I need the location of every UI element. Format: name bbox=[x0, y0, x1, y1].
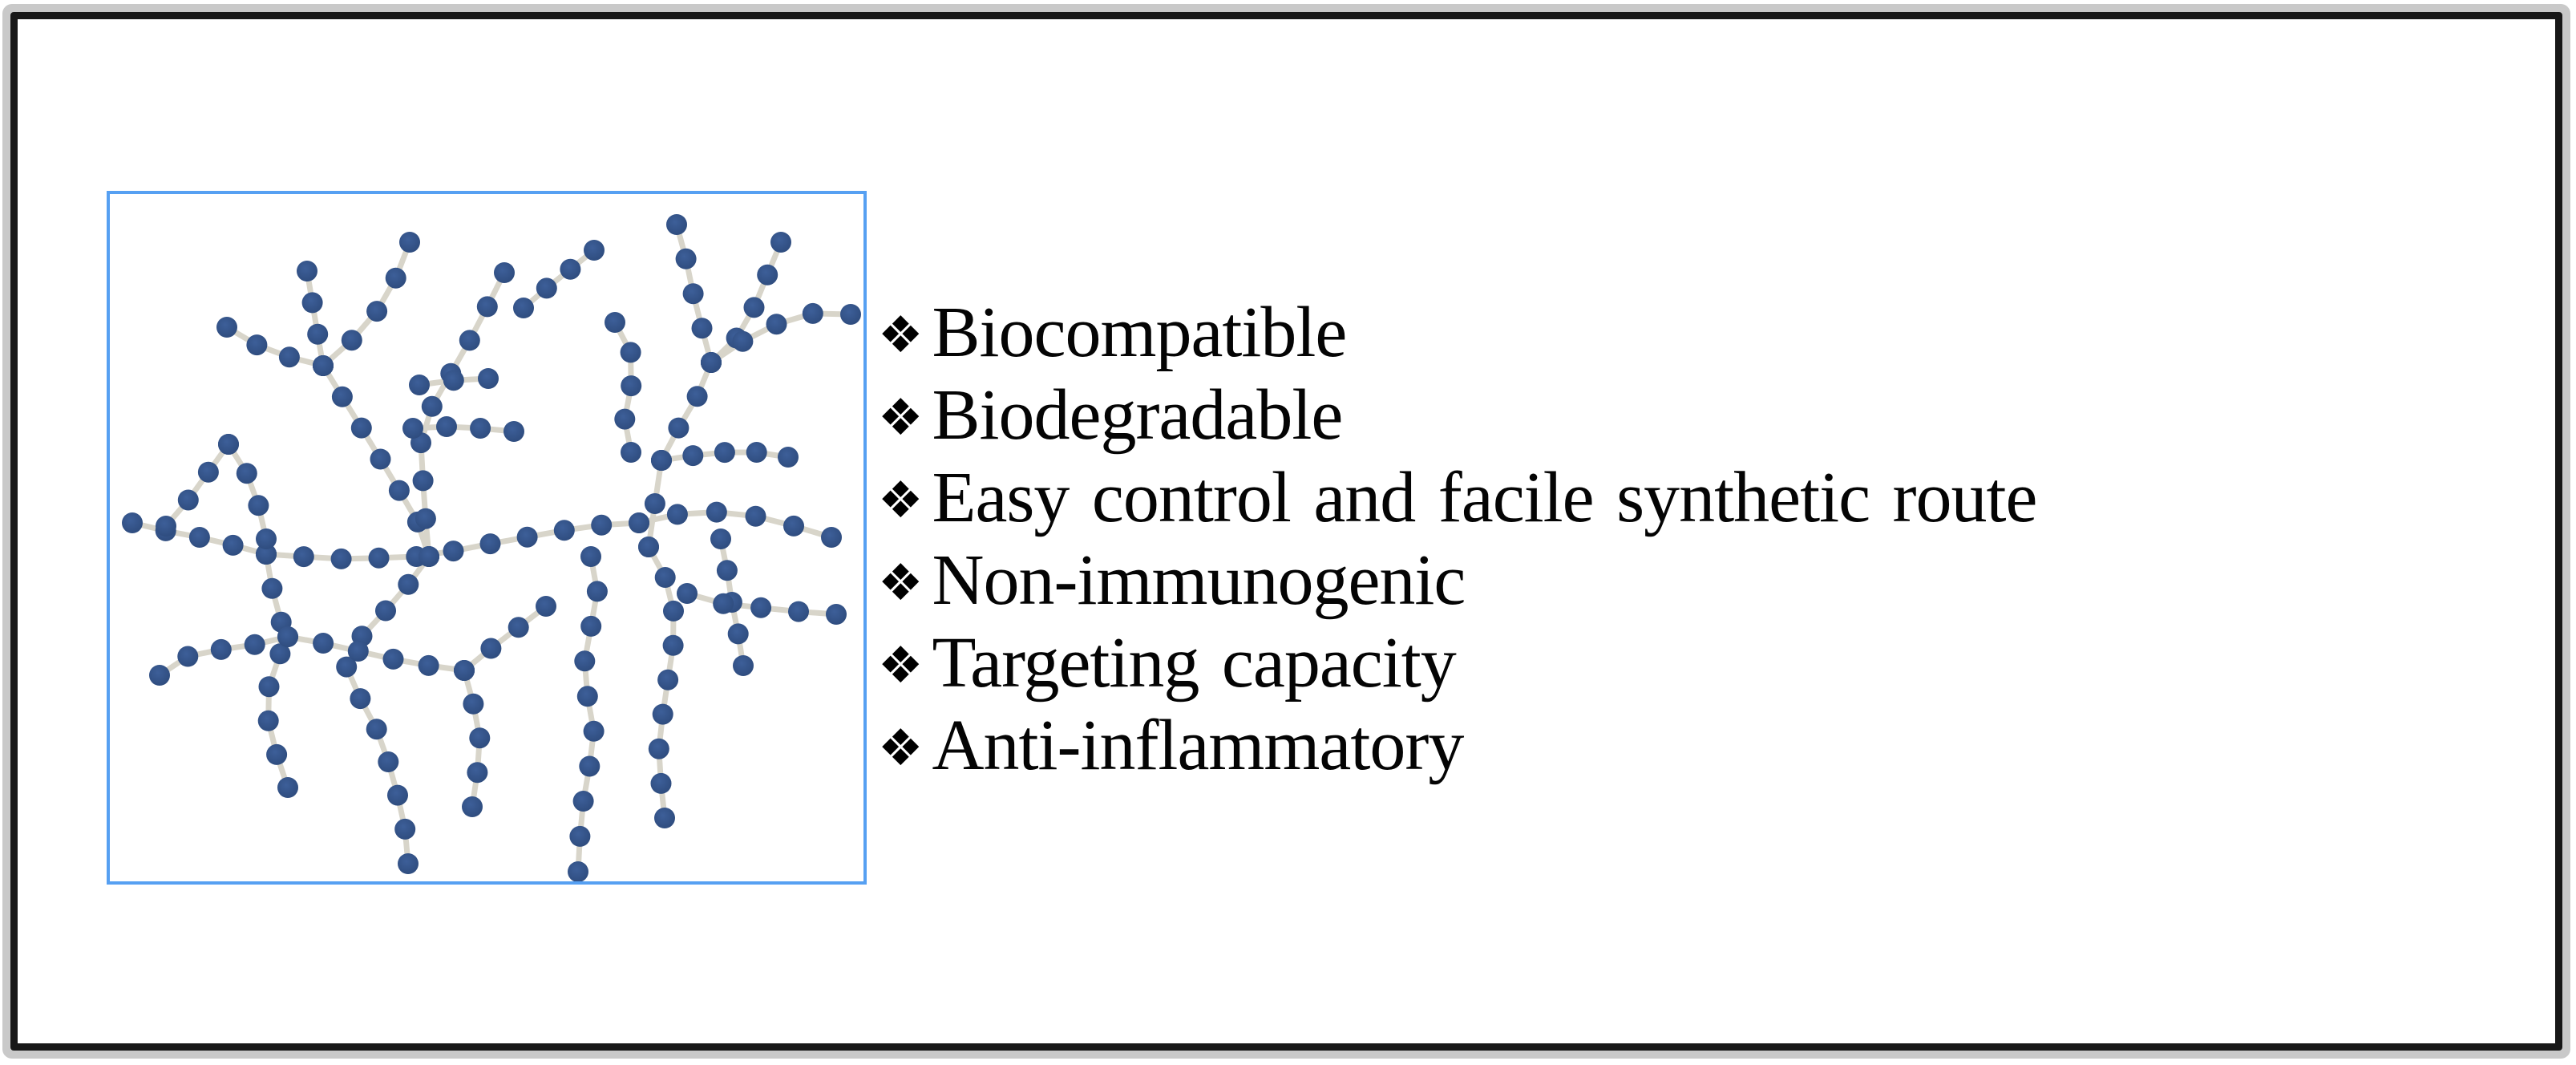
diamond-bullet-icon: ❖ bbox=[878, 388, 923, 447]
feature-label: Non-immunogenic bbox=[932, 541, 1466, 620]
polymer-network-box bbox=[107, 191, 867, 885]
list-item: ❖ Targeting capacity bbox=[878, 622, 2036, 704]
diamond-bullet-icon: ❖ bbox=[878, 471, 923, 529]
polymer-network-svg bbox=[122, 214, 861, 881]
feature-label: Anti-inflammatory bbox=[932, 706, 1464, 785]
feature-label: Targeting capacity bbox=[932, 623, 1456, 703]
list-item: ❖ Anti-inflammatory bbox=[878, 704, 2036, 787]
list-item: ❖ Easy control and facile synthetic rout… bbox=[878, 456, 2037, 539]
feature-label: Biocompatible bbox=[932, 293, 1347, 372]
feature-label: Biodegradable bbox=[932, 375, 1343, 455]
diamond-bullet-icon: ❖ bbox=[878, 553, 923, 612]
diamond-bullet-icon: ❖ bbox=[878, 719, 923, 777]
feature-list: ❖ Biocompatible ❖ Biodegradable ❖ Easy c… bbox=[878, 291, 2037, 787]
diamond-bullet-icon: ❖ bbox=[878, 306, 923, 364]
list-item: ❖ Biocompatible bbox=[878, 291, 2036, 374]
list-item: ❖ Biodegradable bbox=[878, 374, 2036, 456]
feature-label: Easy control and facile synthetic route bbox=[932, 458, 2037, 537]
list-item: ❖ Non-immunogenic bbox=[878, 539, 2036, 622]
diamond-bullet-icon: ❖ bbox=[878, 636, 923, 694]
